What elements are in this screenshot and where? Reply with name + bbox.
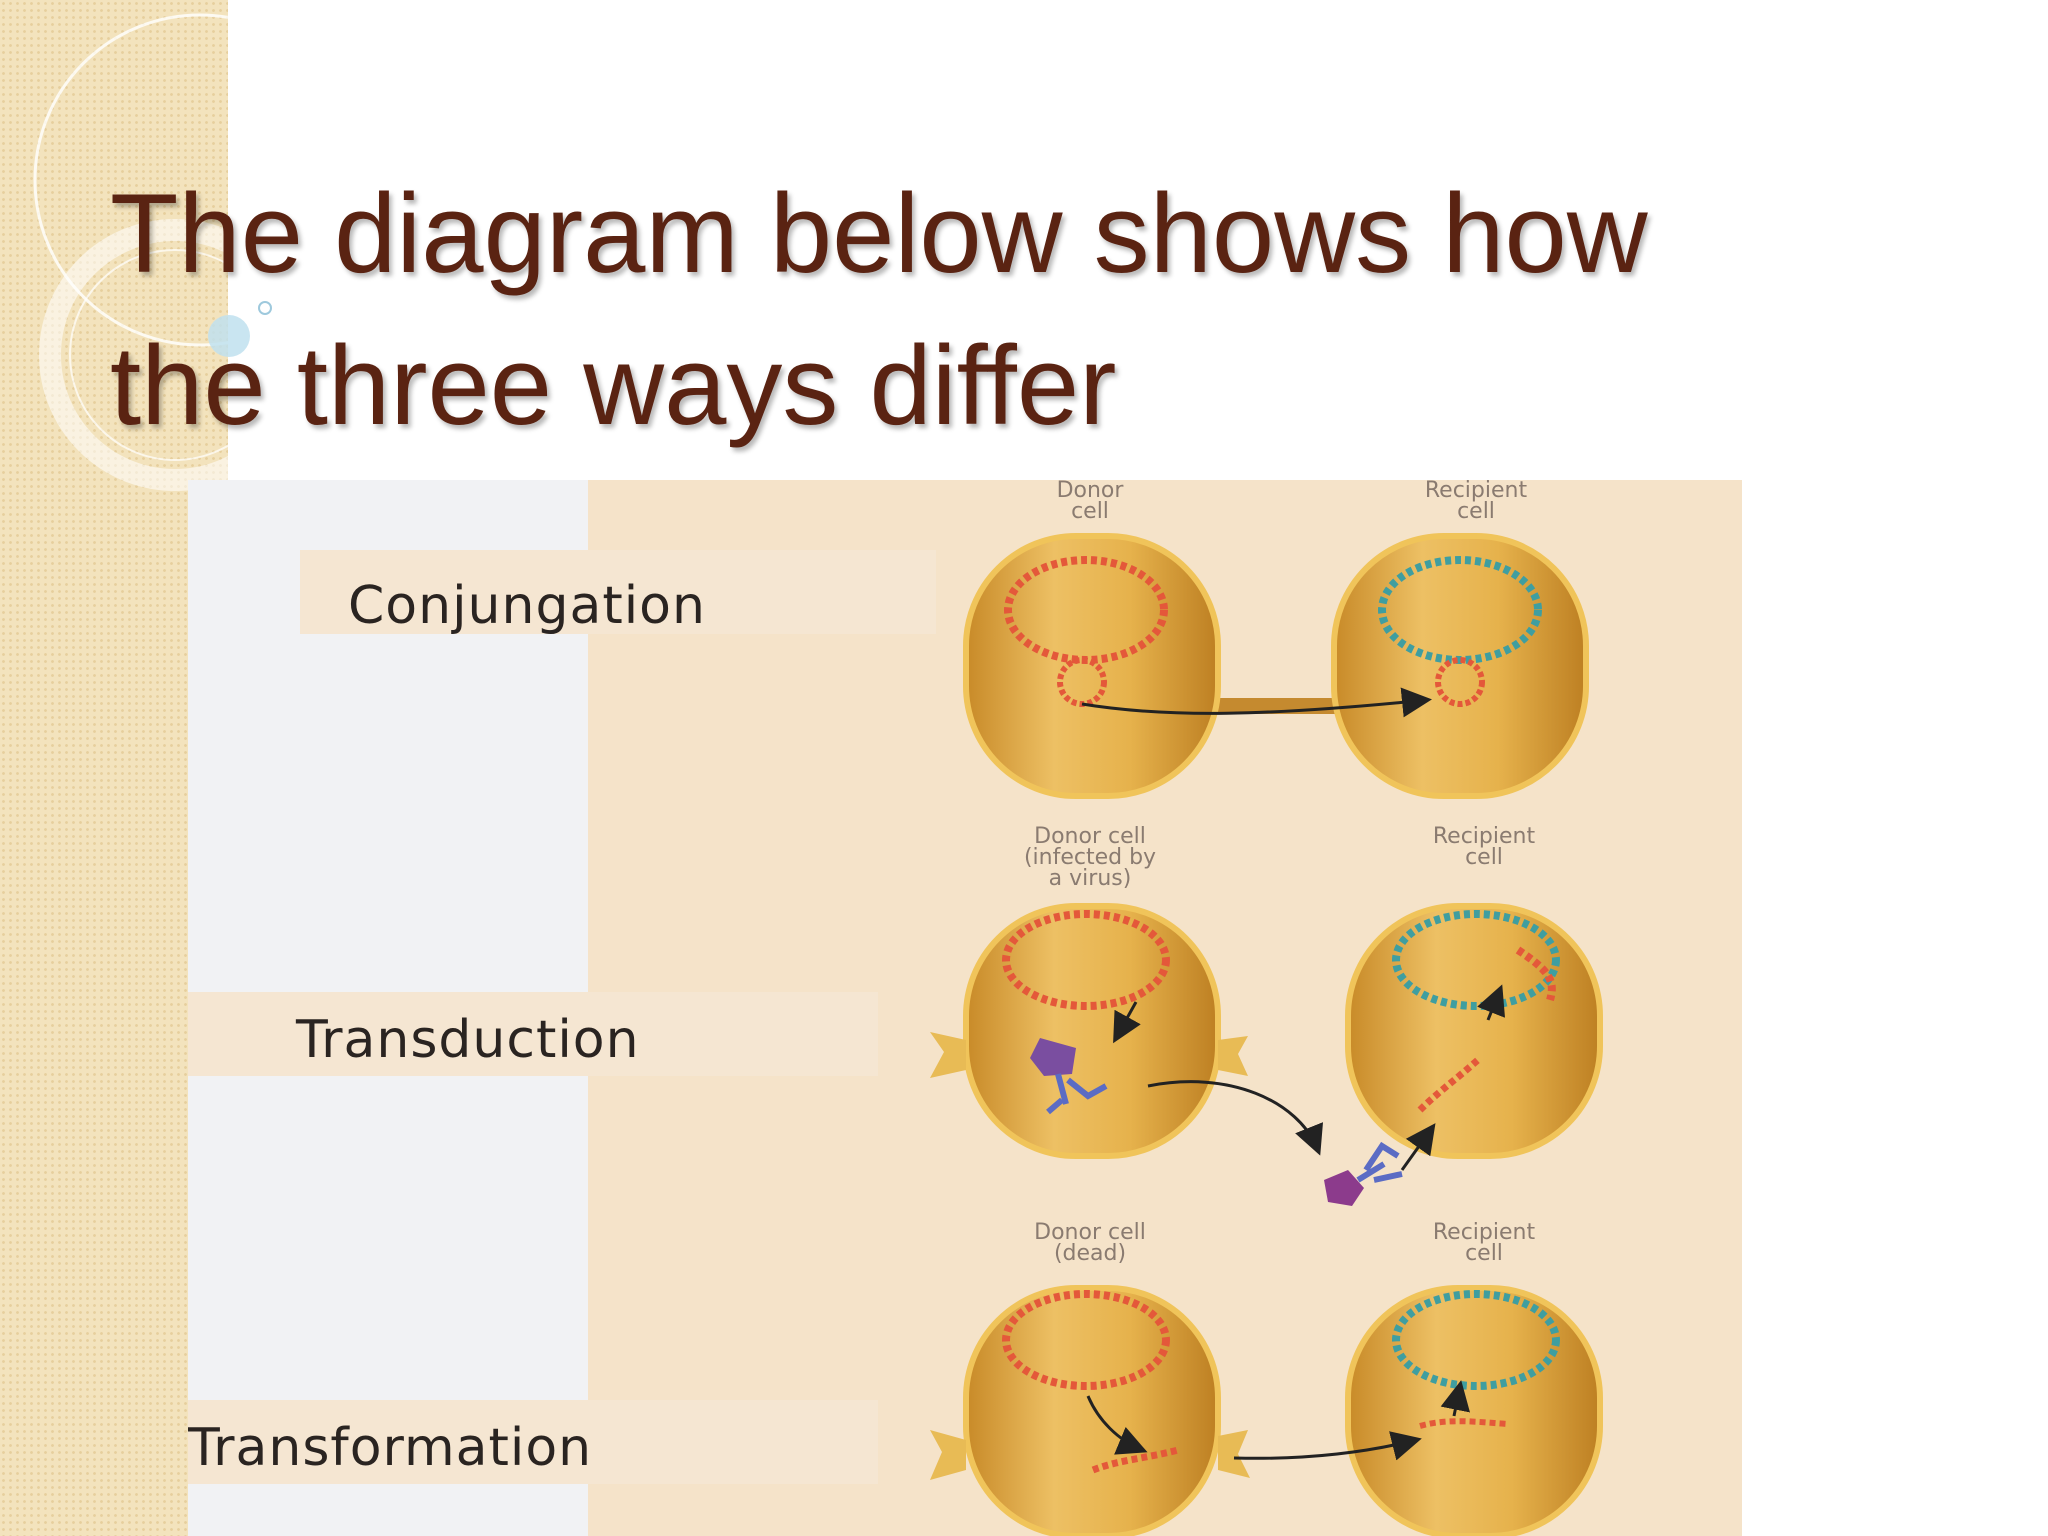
cell-wall-rupture-right	[1218, 1036, 1248, 1076]
recombination-arrow-transformation	[1440, 1380, 1471, 1417]
donor-chromosome-transduction	[1002, 910, 1170, 1010]
recipient-label-transduction: Recipient cell	[1432, 824, 1536, 870]
taken-up-dna-fragment	[1419, 1418, 1509, 1429]
donor-label-conjugation: Donor cell	[1056, 480, 1124, 524]
dna-uptake-arrow	[1233, 1431, 1422, 1461]
category-band-transformation	[188, 1400, 878, 1484]
dead-cell-rupture-right	[1218, 1430, 1250, 1478]
plasmid-transfer-arrow	[1081, 687, 1432, 718]
virus-in-donor-icon	[1030, 1038, 1108, 1115]
slide-title-line-2: the three ways differ	[110, 323, 1117, 448]
virus-outside-icon	[1324, 1141, 1403, 1206]
recipient-label-transformation: Recipient cell	[1432, 1220, 1536, 1266]
recipient-label-conjugation: Recipient cell	[1424, 480, 1528, 524]
donor-label-transduction: Donor cell (infected by a virus)	[1023, 824, 1157, 891]
recipient-chromosome-transformation	[1392, 1290, 1560, 1390]
donor-cell-transduction	[963, 903, 1221, 1159]
category-band-transduction	[188, 992, 878, 1076]
recipient-cell-conjugation	[1331, 533, 1589, 799]
transformation-illustration	[930, 1285, 1603, 1536]
recipient-chromosome-transduction	[1392, 910, 1560, 1010]
gene-transfer-diagram: Conjungation Transduction Transformation…	[188, 480, 1742, 1536]
category-band-conjugation	[300, 550, 936, 634]
decorative-circles	[33, 13, 300, 491]
donor-cell-transformation	[963, 1285, 1221, 1536]
injected-dna-fragment	[1417, 1055, 1483, 1113]
dna-release-arrow	[1086, 1395, 1148, 1455]
category-label-transformation: Transformation	[188, 1418, 593, 1478]
dead-cell-rupture-left	[930, 1430, 966, 1480]
conjugation-illustration	[963, 533, 1589, 799]
donor-chromosome-transformation	[1002, 1290, 1170, 1390]
slide-title-line-1: The diagram below shows how	[110, 171, 1648, 296]
donor-label-transformation: Donor cell (dead)	[1034, 1220, 1146, 1266]
donor-cell-conjugation	[963, 533, 1221, 799]
recombination-arrow-transduction	[1477, 984, 1506, 1021]
transduction-illustration	[930, 903, 1603, 1206]
category-label-transduction: Transduction	[296, 1010, 640, 1070]
injection-arrow	[1400, 1123, 1436, 1171]
cell-illustrations	[930, 533, 1603, 1536]
dna-packaging-arrow	[1113, 1001, 1141, 1044]
transferred-plasmid	[1435, 657, 1485, 707]
category-label-conjugation: Conjungation	[348, 576, 706, 636]
recipient-chromosome	[1378, 556, 1542, 664]
cell-wall-rupture-left	[930, 1032, 966, 1078]
virus-transfer-arrow	[1147, 1080, 1323, 1156]
recipient-cell-transformation	[1345, 1285, 1603, 1536]
free-dna-fragment	[1091, 1446, 1179, 1474]
recipient-cell-transduction	[1345, 903, 1603, 1159]
slide-title: The diagram below shows how the three wa…	[110, 158, 1890, 462]
